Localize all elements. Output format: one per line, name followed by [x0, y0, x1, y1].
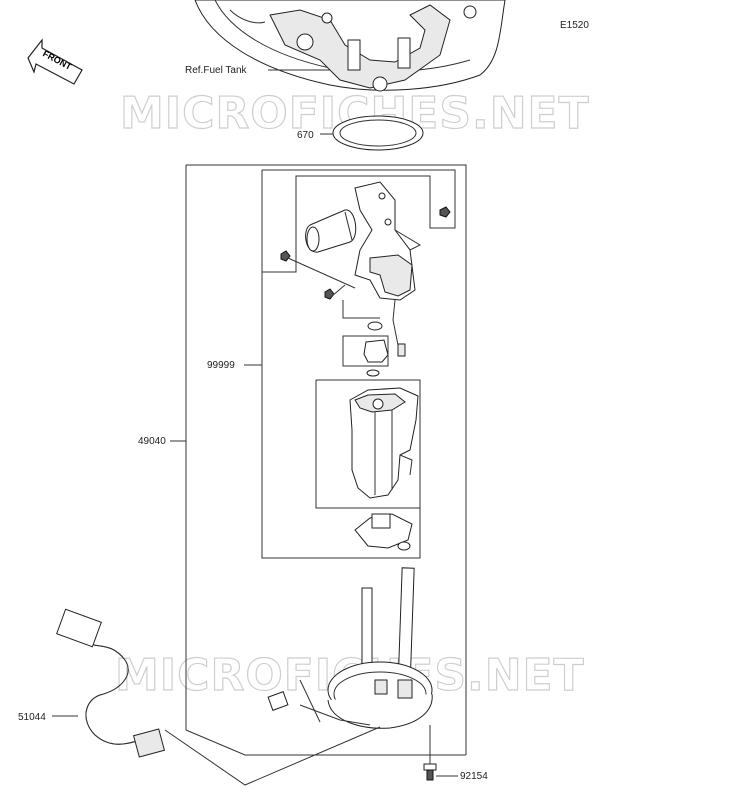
part-label-99999: 99999	[207, 360, 235, 371]
pressure-regulator-bracket	[354, 181, 422, 346]
bolt-icon	[280, 206, 451, 300]
pump-base-assembly	[267, 567, 433, 729]
part-label-49040: 49040	[138, 436, 166, 447]
bolt-92154-icon	[423, 725, 437, 781]
small-grommet	[397, 541, 411, 551]
small-o-ring	[367, 321, 383, 331]
part-label-670: 670	[297, 130, 314, 141]
part-label-51044: 51044	[18, 712, 46, 723]
fuel-tank-reference	[194, 0, 506, 92]
fuel-pump-body	[349, 387, 419, 499]
wiring-harness	[56, 608, 166, 758]
o-ring-670	[332, 115, 424, 151]
regulator-cap	[363, 339, 389, 363]
part-label-92154: 92154	[460, 771, 488, 782]
ref-fuel-tank-label: Ref.Fuel Tank	[185, 65, 248, 76]
fuel-filter	[305, 209, 357, 253]
diagram-code: E1520	[560, 20, 589, 31]
front-arrow-icon: FRONT	[27, 38, 83, 85]
